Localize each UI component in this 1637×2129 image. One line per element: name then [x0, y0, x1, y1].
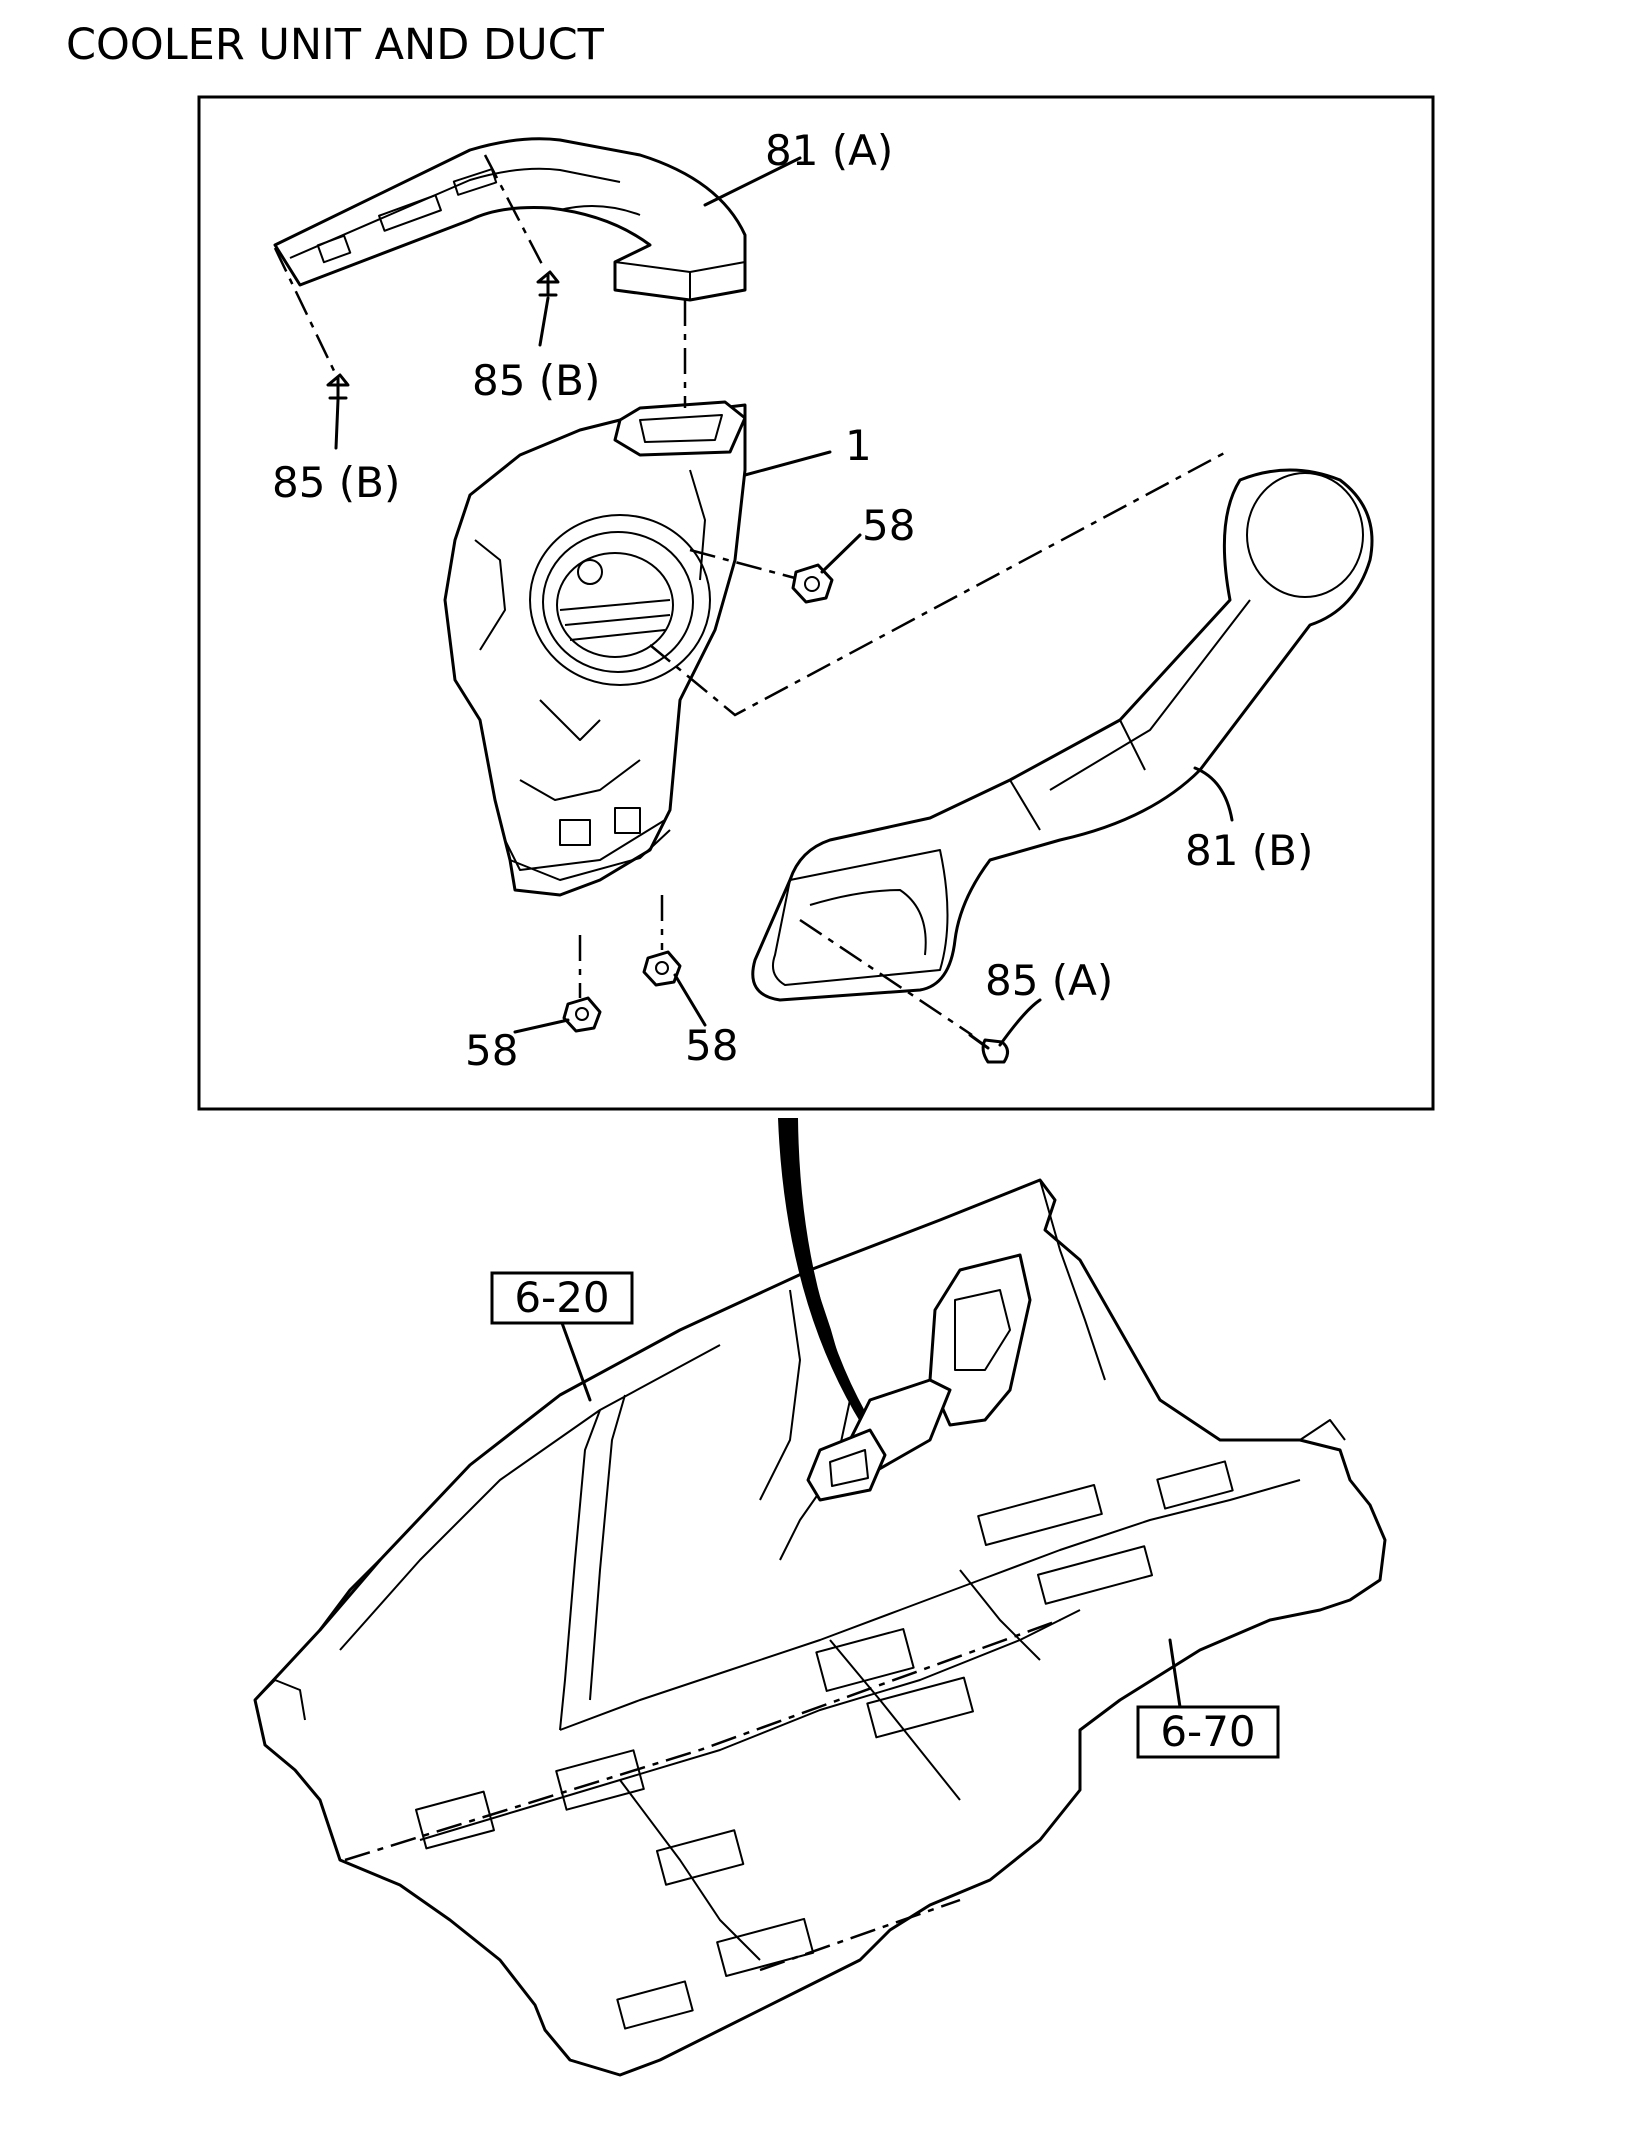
- reference-6-20[interactable]: 6-20: [490, 1271, 634, 1325]
- leader-line: [513, 1018, 570, 1034]
- leader-line: [334, 398, 340, 450]
- nut-58-right: [791, 563, 834, 604]
- nut-58-bottom-right: [642, 950, 682, 987]
- location-pointer: [778, 1118, 870, 1425]
- nut-58-bottom-left: [562, 996, 602, 1033]
- leader-line: [1168, 1638, 1182, 1709]
- lower-duct-81b: [751, 468, 1374, 1002]
- assembly-line: [483, 154, 547, 271]
- detail-frame: [197, 95, 1435, 1111]
- leader-line: [1193, 766, 1234, 822]
- leader-line: [743, 450, 832, 477]
- assembly-line: [689, 548, 796, 580]
- callout-85b-left: 85 (B): [272, 458, 400, 507]
- reference-6-70-label: 6-70: [1160, 1707, 1255, 1756]
- assembly-line: [799, 918, 973, 1037]
- callout-58-bottom-right: 58: [685, 1021, 738, 1070]
- callout-85b-right: 85 (B): [472, 356, 600, 405]
- callout-81b: 81 (B): [1185, 826, 1313, 875]
- callout-58-bottom-left: 58: [465, 1026, 518, 1075]
- callout-1: 1: [845, 421, 872, 470]
- cooler-unit-1: [443, 400, 747, 897]
- vehicle-body-outline: [253, 1178, 1387, 2077]
- reference-6-20-label: 6-20: [514, 1273, 609, 1322]
- leader-line: [998, 998, 1042, 1047]
- clip-85b-left: [326, 373, 350, 400]
- leader-line: [703, 156, 802, 207]
- reference-6-70[interactable]: 6-70: [1136, 1705, 1280, 1759]
- callout-81a: 81 (A): [765, 126, 893, 175]
- assembly-line: [273, 247, 338, 376]
- callout-58-right: 58: [862, 501, 915, 550]
- leader-line: [673, 973, 707, 1027]
- leader-line: [820, 533, 862, 574]
- upper-duct-81a: [273, 137, 747, 302]
- assembly-line: [649, 448, 1231, 717]
- leader-line: [560, 1321, 592, 1402]
- screw-85a: [968, 1033, 1009, 1064]
- page-title: COOLER UNIT AND DUCT: [66, 20, 604, 70]
- leader-line: [538, 296, 550, 347]
- callout-85a: 85 (A): [985, 956, 1113, 1005]
- clip-85b-right: [536, 270, 560, 297]
